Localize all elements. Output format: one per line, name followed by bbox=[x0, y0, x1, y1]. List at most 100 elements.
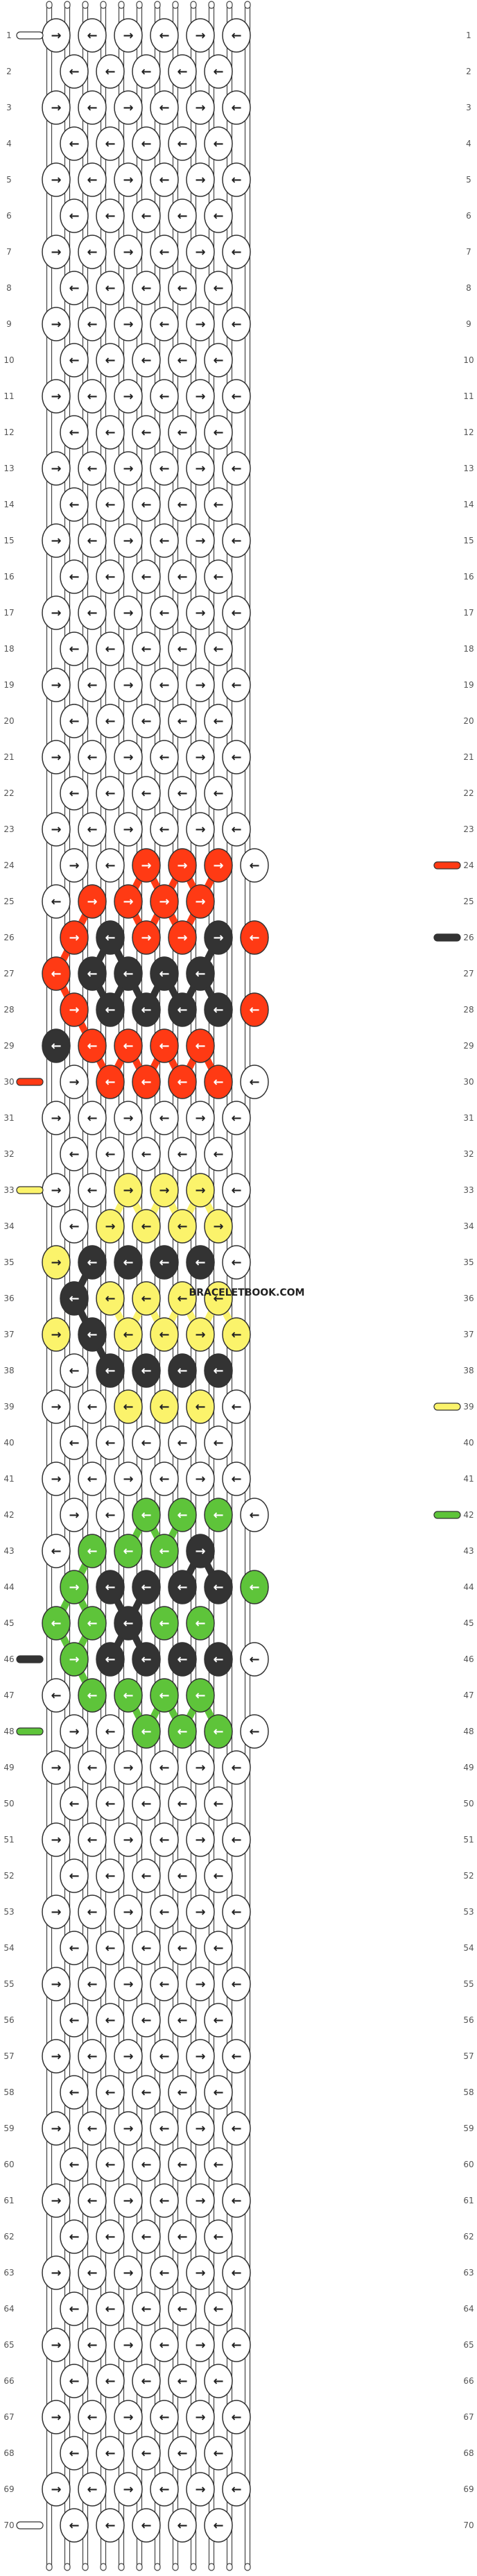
arrow-left-icon: ← bbox=[231, 1111, 241, 1126]
knot-green: ← bbox=[240, 1570, 269, 1604]
row-number-right: 40 bbox=[463, 1438, 474, 1448]
knot-white: ← bbox=[78, 595, 107, 630]
knot-white: ← bbox=[132, 2436, 161, 2471]
arrow-left-icon: ← bbox=[69, 1797, 79, 1811]
row-number-right: 21 bbox=[463, 752, 474, 762]
knot-white: → bbox=[186, 235, 215, 269]
knot-white: ← bbox=[222, 307, 251, 341]
knot-white: → bbox=[114, 1461, 143, 1496]
strand-cap bbox=[226, 1, 233, 9]
knot-white: → bbox=[186, 307, 215, 341]
knot-white: ← bbox=[168, 776, 197, 811]
knot-white: ← bbox=[240, 1642, 269, 1677]
row-number-left: 27 bbox=[3, 969, 14, 978]
knot-white: ← bbox=[78, 1173, 107, 1208]
knot-red: ← bbox=[42, 956, 71, 991]
arrow-left-icon: ← bbox=[105, 1797, 115, 1811]
knot-white: ← bbox=[60, 487, 89, 522]
arrow-left-icon: ← bbox=[105, 2302, 115, 2316]
knot-white: ← bbox=[150, 1967, 179, 2001]
row-number-left: 26 bbox=[3, 933, 14, 942]
arrow-left-icon: ← bbox=[87, 101, 97, 115]
arrow-right-icon: → bbox=[51, 2410, 61, 2425]
knot-yellow: ← bbox=[150, 1317, 179, 1352]
strand-cap bbox=[46, 2563, 53, 2571]
knot-white: ← bbox=[96, 198, 125, 233]
knot-white: → bbox=[42, 379, 71, 414]
knot-white: → bbox=[114, 1101, 143, 1135]
knot-yellow: → bbox=[42, 1317, 71, 1352]
knot-white: ← bbox=[150, 2400, 179, 2434]
knot-yellow: ← bbox=[114, 1317, 143, 1352]
arrow-left-icon: ← bbox=[141, 425, 151, 440]
arrow-left-icon: ← bbox=[123, 1688, 133, 1703]
knot-white: → bbox=[114, 18, 143, 53]
arrow-left-icon: ← bbox=[159, 173, 169, 187]
arrow-left-icon: ← bbox=[87, 1111, 97, 1126]
right-color-mark-green bbox=[433, 1511, 461, 1519]
arrow-left-icon: ← bbox=[87, 1688, 97, 1703]
knot-white: ← bbox=[150, 1822, 179, 1857]
arrow-left-icon: ← bbox=[141, 2158, 151, 2172]
knot-white: ← bbox=[204, 1425, 233, 1460]
knot-white: ← bbox=[96, 487, 125, 522]
arrow-left-icon: ← bbox=[141, 786, 151, 801]
row-number-left: 1 bbox=[6, 31, 12, 40]
strand-cap bbox=[82, 1, 89, 9]
arrow-left-icon: ← bbox=[105, 1075, 115, 1090]
arrow-left-icon: ← bbox=[177, 2302, 187, 2316]
row-number-right: 42 bbox=[463, 1510, 474, 1520]
arrow-left-icon: ← bbox=[141, 1797, 151, 1811]
arrow-left-icon: ← bbox=[123, 1544, 133, 1559]
arrow-right-icon: → bbox=[51, 2194, 61, 2208]
knot-white: ← bbox=[132, 2508, 161, 2543]
left-color-mark-black bbox=[16, 1655, 44, 1663]
row-number-right: 24 bbox=[463, 861, 474, 870]
arrow-left-icon: ← bbox=[231, 245, 241, 260]
row-number-right: 7 bbox=[466, 247, 471, 257]
knot-white: ← bbox=[78, 2400, 107, 2434]
arrow-left-icon: ← bbox=[177, 714, 187, 729]
knot-white: ← bbox=[96, 2364, 125, 2398]
knot-white: ← bbox=[168, 559, 197, 594]
row-number-right: 44 bbox=[463, 1582, 474, 1592]
arrow-left-icon: ← bbox=[177, 1797, 187, 1811]
knot-white: → bbox=[186, 1822, 215, 1857]
knot-black: ← bbox=[204, 1642, 233, 1677]
knot-white: ← bbox=[150, 668, 179, 702]
knot-white: → bbox=[186, 162, 215, 197]
arrow-left-icon: ← bbox=[69, 2374, 79, 2389]
strand-cap bbox=[136, 1, 143, 9]
knot-black: ← bbox=[168, 992, 197, 1027]
arrow-right-icon: → bbox=[195, 389, 205, 404]
knot-white: ← bbox=[150, 812, 179, 847]
row-number-left: 29 bbox=[3, 1041, 14, 1051]
color-indicator-marks bbox=[16, 31, 461, 2530]
knot-white: ← bbox=[78, 1822, 107, 1857]
strand-cap bbox=[190, 1, 197, 9]
arrow-right-icon: → bbox=[195, 101, 205, 115]
knot-white: ← bbox=[96, 2291, 125, 2326]
arrow-left-icon: ← bbox=[177, 2158, 187, 2172]
knot-white: ← bbox=[150, 18, 179, 53]
arrow-right-icon: → bbox=[195, 1544, 205, 1559]
watermark-text: BRACELETBOOK.COM bbox=[189, 1287, 305, 1298]
knot-white: → bbox=[114, 379, 143, 414]
knot-white: ← bbox=[96, 2075, 125, 2110]
knot-white: ← bbox=[168, 1137, 197, 1171]
arrow-left-icon: ← bbox=[69, 642, 79, 656]
knot-yellow: ← bbox=[186, 1389, 215, 1424]
knot-white: ← bbox=[204, 776, 233, 811]
knot-green: ← bbox=[114, 1534, 143, 1568]
knot-white: ← bbox=[60, 2075, 89, 2110]
knot-white: → bbox=[114, 162, 143, 197]
knot-white: ← bbox=[78, 668, 107, 702]
row-number-left: 13 bbox=[3, 464, 14, 473]
knot-white: ← bbox=[96, 559, 125, 594]
knot-black: ← bbox=[204, 1353, 233, 1388]
arrow-left-icon: ← bbox=[231, 173, 241, 187]
row-number-left: 49 bbox=[3, 1763, 14, 1772]
arrow-left-icon: ← bbox=[123, 1400, 133, 1414]
arrow-left-icon: ← bbox=[159, 461, 169, 476]
knot-yellow: → bbox=[204, 1209, 233, 1244]
